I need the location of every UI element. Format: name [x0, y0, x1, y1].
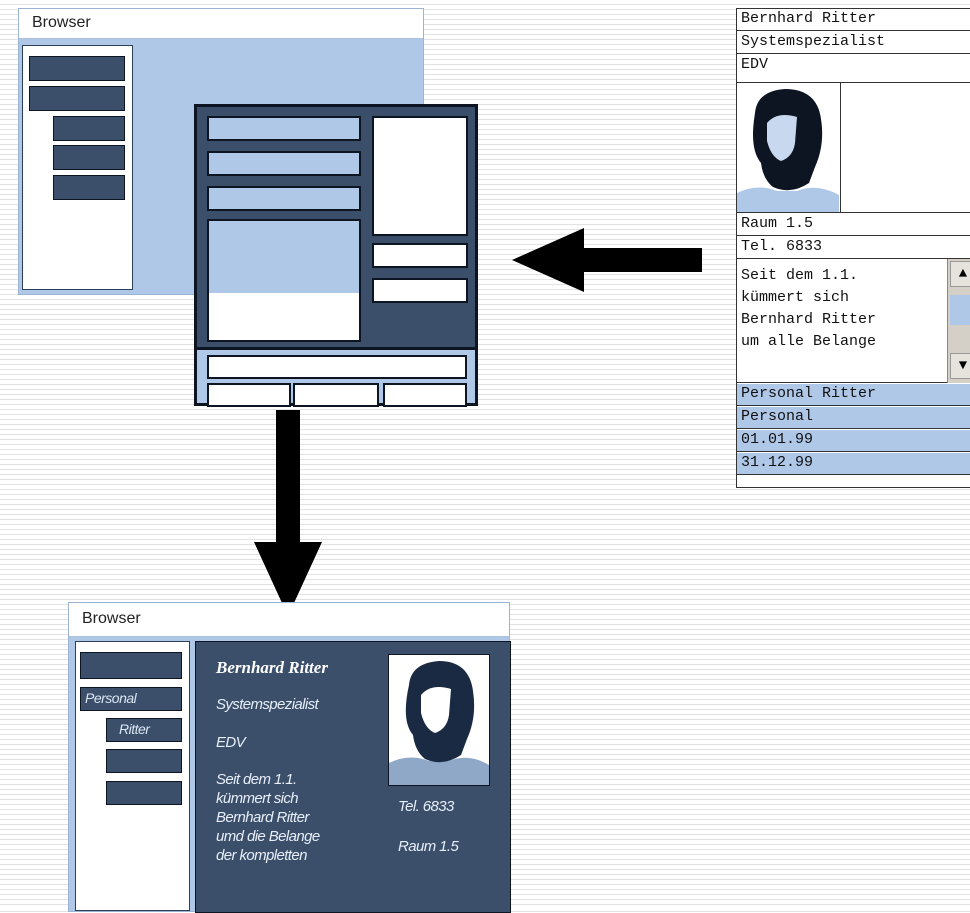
nav-block[interactable] [53, 116, 125, 141]
wireframe-text-area [207, 219, 361, 342]
form-wireframe [194, 104, 478, 407]
nav-block[interactable] [53, 175, 125, 200]
person-description: Seit dem 1.1. kümmert sich Bernhard Ritt… [216, 770, 320, 865]
description-line: Seit dem 1.1. [216, 771, 297, 788]
wireframe-field [207, 116, 361, 141]
record-field: 01.01.99 [737, 430, 970, 452]
nav-item[interactable] [106, 749, 182, 773]
nav-block[interactable] [29, 56, 125, 81]
browser-sidebar: Personal Ritter [75, 641, 190, 911]
scroll-up-icon[interactable]: ▲ [950, 261, 970, 287]
record-position: Systemspezialist [737, 32, 970, 54]
person-record-form: Bernhard Ritter Systemspezialist EDV Rau… [736, 8, 970, 488]
scroll-thumb[interactable] [950, 295, 970, 325]
person-name: Bernhard Ritter [216, 658, 328, 677]
record-phone: Tel. 6833 [737, 237, 970, 259]
content-panel: Bernhard Ritter Systemspezialist EDV Sei… [195, 641, 511, 913]
person-phone: Tel. 6833 [398, 798, 454, 815]
description-line: Bernhard Ritter [216, 809, 309, 826]
scroll-down-icon[interactable]: ▼ [950, 353, 970, 379]
browser-title: Browser [32, 14, 91, 31]
person-room: Raum 1.5 [398, 838, 459, 855]
nav-block[interactable] [53, 145, 125, 170]
person-photo [388, 654, 490, 786]
record-room: Raum 1.5 [737, 214, 970, 236]
wireframe-button [293, 383, 379, 407]
arrow-left-icon [512, 228, 584, 292]
record-department: EDV [737, 55, 970, 83]
browser-title: Browser [82, 610, 141, 627]
nav-item-personal[interactable]: Personal [80, 687, 182, 711]
browser-sidebar [22, 45, 133, 290]
wireframe-button [207, 383, 291, 407]
wireframe-field [207, 151, 361, 176]
portrait-icon [389, 661, 489, 785]
record-field: Personal Ritter [737, 384, 970, 406]
description-line: umd die Belange [216, 828, 320, 845]
wireframe-button [383, 383, 467, 407]
record-name: Bernhard Ritter [737, 9, 970, 31]
browser-title-bar: Browser [19, 9, 423, 39]
record-description: Seit dem 1.1. kümmert sich Bernhard Ritt… [741, 267, 877, 350]
arrow-left-shaft [582, 248, 702, 272]
nav-item-ritter[interactable]: Ritter [106, 718, 182, 742]
nav-item[interactable] [106, 781, 182, 805]
person-position: Systemspezialist [216, 696, 319, 713]
wireframe-field [207, 186, 361, 211]
wireframe-field [372, 278, 468, 303]
wireframe-photo-placeholder [372, 116, 468, 236]
person-department: EDV [216, 734, 246, 751]
record-field: Personal [737, 407, 970, 429]
record-field: 31.12.99 [737, 453, 970, 475]
photo-side-area [841, 83, 970, 213]
description-line: kümmert sich [216, 790, 299, 807]
arrow-down-shaft [276, 410, 300, 545]
nav-block[interactable] [29, 86, 125, 111]
browser-window-result: Browser Personal Ritter Bernhard Ritter … [68, 602, 511, 913]
browser-title-bar: Browser [69, 603, 509, 637]
wireframe-field [372, 243, 468, 268]
wireframe-field [207, 355, 467, 379]
scrollbar[interactable]: ▲ ▼ [947, 259, 970, 383]
description-line: der kompletten [216, 847, 307, 864]
portrait-icon [737, 89, 839, 212]
record-description-box[interactable]: Seit dem 1.1. kümmert sich Bernhard Ritt… [737, 259, 970, 383]
person-photo [737, 83, 841, 213]
nav-item[interactable] [80, 652, 182, 679]
wireframe-footer [197, 347, 475, 407]
